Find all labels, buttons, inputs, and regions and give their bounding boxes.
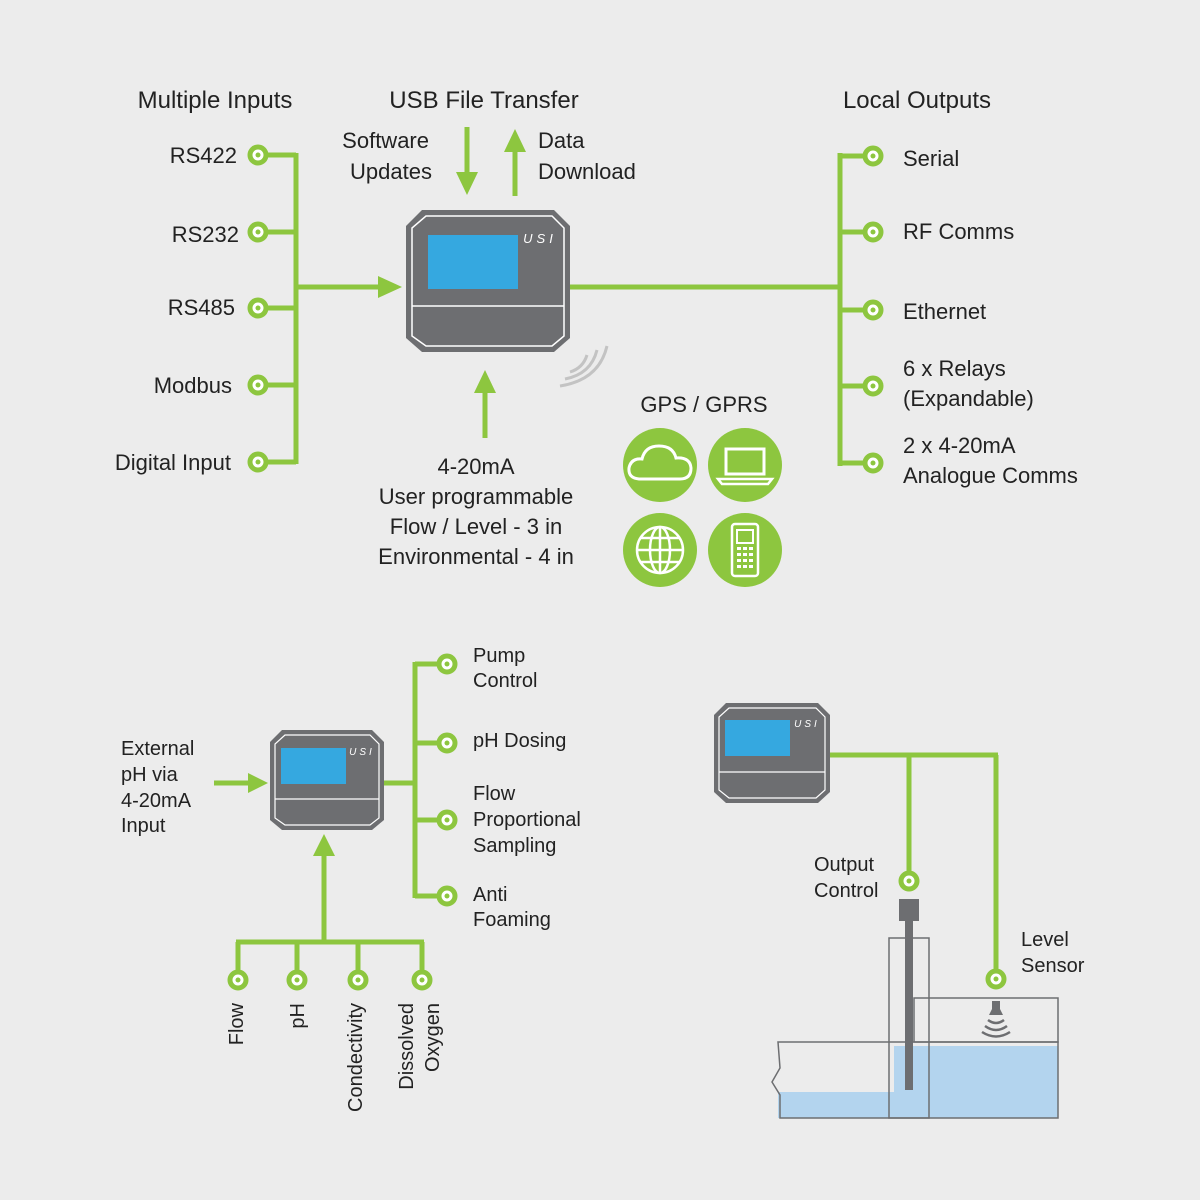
level-sensor-label-line2: Sensor bbox=[1021, 955, 1085, 977]
device-brand: USI bbox=[523, 231, 557, 246]
sensor-label-flow: Flow bbox=[226, 1002, 248, 1045]
tank-logger-device: USI bbox=[714, 703, 830, 803]
sensor-label-oxygen: Oxygen bbox=[422, 1003, 444, 1072]
output-nodes bbox=[865, 148, 881, 471]
analog-label-line1: 4-20mA bbox=[437, 454, 514, 479]
output-label-analogue-line1: 2 x 4-20mA bbox=[903, 433, 1016, 458]
usb-title: USB File Transfer bbox=[389, 87, 578, 114]
ph-sensor-nodes bbox=[230, 972, 430, 988]
level-sensor-node bbox=[988, 971, 1004, 987]
output-control-node bbox=[901, 873, 917, 889]
device-screen bbox=[428, 235, 518, 289]
tank-level-diagram: USI Output Control Level Sensor bbox=[714, 703, 1085, 1119]
usb-out-arrow bbox=[504, 129, 526, 196]
sensor-label-conductivity: Condectivity bbox=[345, 1003, 367, 1112]
inputs-title: Multiple Inputs bbox=[138, 87, 293, 114]
input-label-rs232: RS232 bbox=[172, 222, 239, 247]
sensor-label-dissolved: Dissolved bbox=[396, 1003, 418, 1090]
input-label-digital-input: Digital Input bbox=[115, 450, 231, 475]
output-label-analogue-line2: Analogue Comms bbox=[903, 463, 1078, 488]
mobile-phone-icon bbox=[708, 513, 782, 587]
gps-title: GPS / GPRS bbox=[640, 392, 767, 417]
laptop-icon bbox=[708, 428, 782, 502]
ph-output-pump-line2: Control bbox=[473, 670, 537, 692]
sensor-label-ph: pH bbox=[287, 1003, 309, 1029]
tank-outline bbox=[771, 1041, 1059, 1119]
ph-output-nodes bbox=[439, 656, 455, 904]
ph-output-pump-line1: Pump bbox=[473, 645, 525, 667]
usb-in-label-line2: Updates bbox=[350, 159, 432, 184]
inputs-arrow-head bbox=[378, 276, 402, 298]
ultrasonic-sensor-icon bbox=[981, 1001, 1011, 1038]
outputs-bus bbox=[570, 153, 873, 466]
output-control-label-line1: Output bbox=[814, 854, 874, 876]
ph-device-brand: USI bbox=[349, 747, 375, 758]
ph-output-dosing: pH Dosing bbox=[473, 730, 566, 752]
ph-logger-device: USI bbox=[270, 730, 384, 830]
analog-label-line2: User programmable bbox=[379, 484, 573, 509]
tank-bus bbox=[830, 752, 999, 978]
output-label-serial: Serial bbox=[903, 146, 959, 171]
ph-input-label-line4: Input bbox=[121, 815, 166, 837]
usb-in-label-line1: Software bbox=[342, 128, 429, 153]
output-control-label-line2: Control bbox=[814, 880, 878, 902]
input-label-modbus: Modbus bbox=[154, 373, 232, 398]
ph-output-sampling-line3: Sampling bbox=[473, 835, 556, 857]
usb-out-label-line2: Download bbox=[538, 159, 636, 184]
ph-output-sampling-line2: Proportional bbox=[473, 809, 581, 831]
outputs-title: Local Outputs bbox=[843, 87, 991, 114]
output-label-ethernet: Ethernet bbox=[903, 299, 986, 324]
usb-out-label-line1: Data bbox=[538, 128, 585, 153]
ph-input-label-line1: External bbox=[121, 738, 194, 760]
ph-sensor-arrow bbox=[313, 834, 335, 942]
analog-label-line3: Flow / Level - 3 in bbox=[390, 514, 562, 539]
ph-device-screen bbox=[281, 748, 346, 784]
usb-in-arrow bbox=[456, 127, 478, 195]
water-tank bbox=[771, 899, 1059, 1119]
globe-icon bbox=[623, 513, 697, 587]
output-label-rf-comms: RF Comms bbox=[903, 219, 1014, 244]
level-sensor-label-line1: Level bbox=[1021, 929, 1069, 951]
wireless-signal-icon bbox=[559, 345, 609, 388]
ph-input-label-line3: 4-20mA bbox=[121, 790, 192, 812]
tank-device-screen bbox=[725, 720, 790, 756]
ph-input-arrow bbox=[214, 773, 268, 793]
ph-output-sampling-line1: Flow bbox=[473, 783, 516, 805]
actuator-rod bbox=[905, 921, 913, 1090]
analog-label-line4: Environmental - 4 in bbox=[378, 544, 574, 569]
main-logger-device: USI bbox=[406, 210, 570, 352]
ph-control-diagram: External pH via 4-20mA Input USI bbox=[121, 645, 581, 1112]
input-label-rs485: RS485 bbox=[168, 295, 235, 320]
input-label-rs422: RS422 bbox=[170, 143, 237, 168]
tank-water bbox=[778, 1046, 1058, 1118]
cloud-icon bbox=[623, 428, 697, 502]
analog-input-arrow bbox=[474, 370, 496, 438]
output-label-relays-line2: (Expandable) bbox=[903, 386, 1034, 411]
inputs-bus bbox=[258, 152, 380, 465]
top-diagram: Multiple Inputs RS422 RS232 RS485 Modbus… bbox=[115, 87, 1078, 587]
output-actuator bbox=[899, 899, 919, 921]
tank-device-brand: USI bbox=[794, 719, 820, 730]
ph-output-foaming-line2: Foaming bbox=[473, 909, 551, 931]
ph-outputs-bus bbox=[384, 661, 447, 899]
ph-output-foaming-line1: Anti bbox=[473, 884, 507, 906]
ph-sensors-bus bbox=[235, 939, 425, 980]
tank-top-frame bbox=[913, 997, 1059, 1043]
output-label-relays-line1: 6 x Relays bbox=[903, 356, 1006, 381]
input-nodes bbox=[250, 147, 266, 470]
ph-input-label-line2: pH via bbox=[121, 764, 179, 786]
